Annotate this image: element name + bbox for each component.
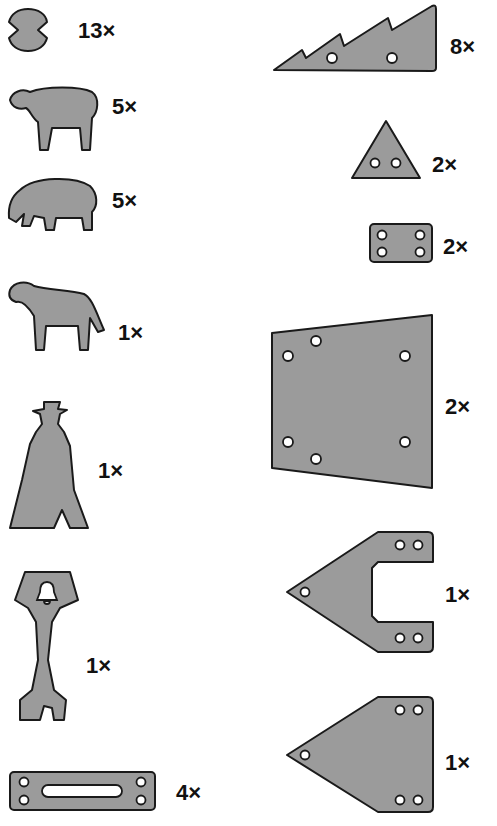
bar-slot: [42, 785, 122, 797]
bar-holes: [20, 778, 146, 805]
bell-post: [15, 572, 78, 720]
large-plate-holes: [283, 336, 410, 464]
pointed-plate: [287, 697, 433, 812]
dog-figure: [9, 283, 104, 350]
sawtooth-holes: [327, 53, 397, 63]
quantity-label: 1×: [86, 655, 111, 677]
quantity-label: 5×: [112, 96, 137, 118]
grazing-sheep-figure: [9, 179, 96, 230]
quantity-label: 2×: [432, 154, 457, 176]
u-cut-plate-holes: [301, 541, 423, 643]
sawtooth-plate: [274, 5, 436, 71]
quantity-label: 1×: [445, 752, 470, 774]
small-plate-holes: [378, 231, 425, 257]
shepherd-figure: [10, 402, 88, 528]
slotted-bar: [10, 772, 155, 810]
sheep-figure: [10, 88, 97, 151]
triangle-holes: [371, 159, 401, 168]
quantity-label: 1×: [445, 584, 470, 606]
quantity-label: 8×: [450, 36, 475, 58]
notched-disc: [9, 9, 47, 51]
quantity-label: 4×: [176, 782, 201, 804]
large-plate: [272, 315, 432, 488]
small-plate: [370, 224, 432, 262]
quantity-label: 2×: [445, 396, 470, 418]
quantity-label: 13×: [78, 20, 115, 42]
u-cut-plate: [287, 532, 433, 652]
triangle-plate: [352, 121, 420, 178]
pointed-plate-holes: [301, 706, 423, 805]
quantity-label: 1×: [98, 460, 123, 482]
quantity-label: 5×: [112, 190, 137, 212]
quantity-label: 2×: [443, 236, 468, 258]
bell-symbol: [37, 582, 57, 604]
quantity-label: 1×: [118, 322, 143, 344]
